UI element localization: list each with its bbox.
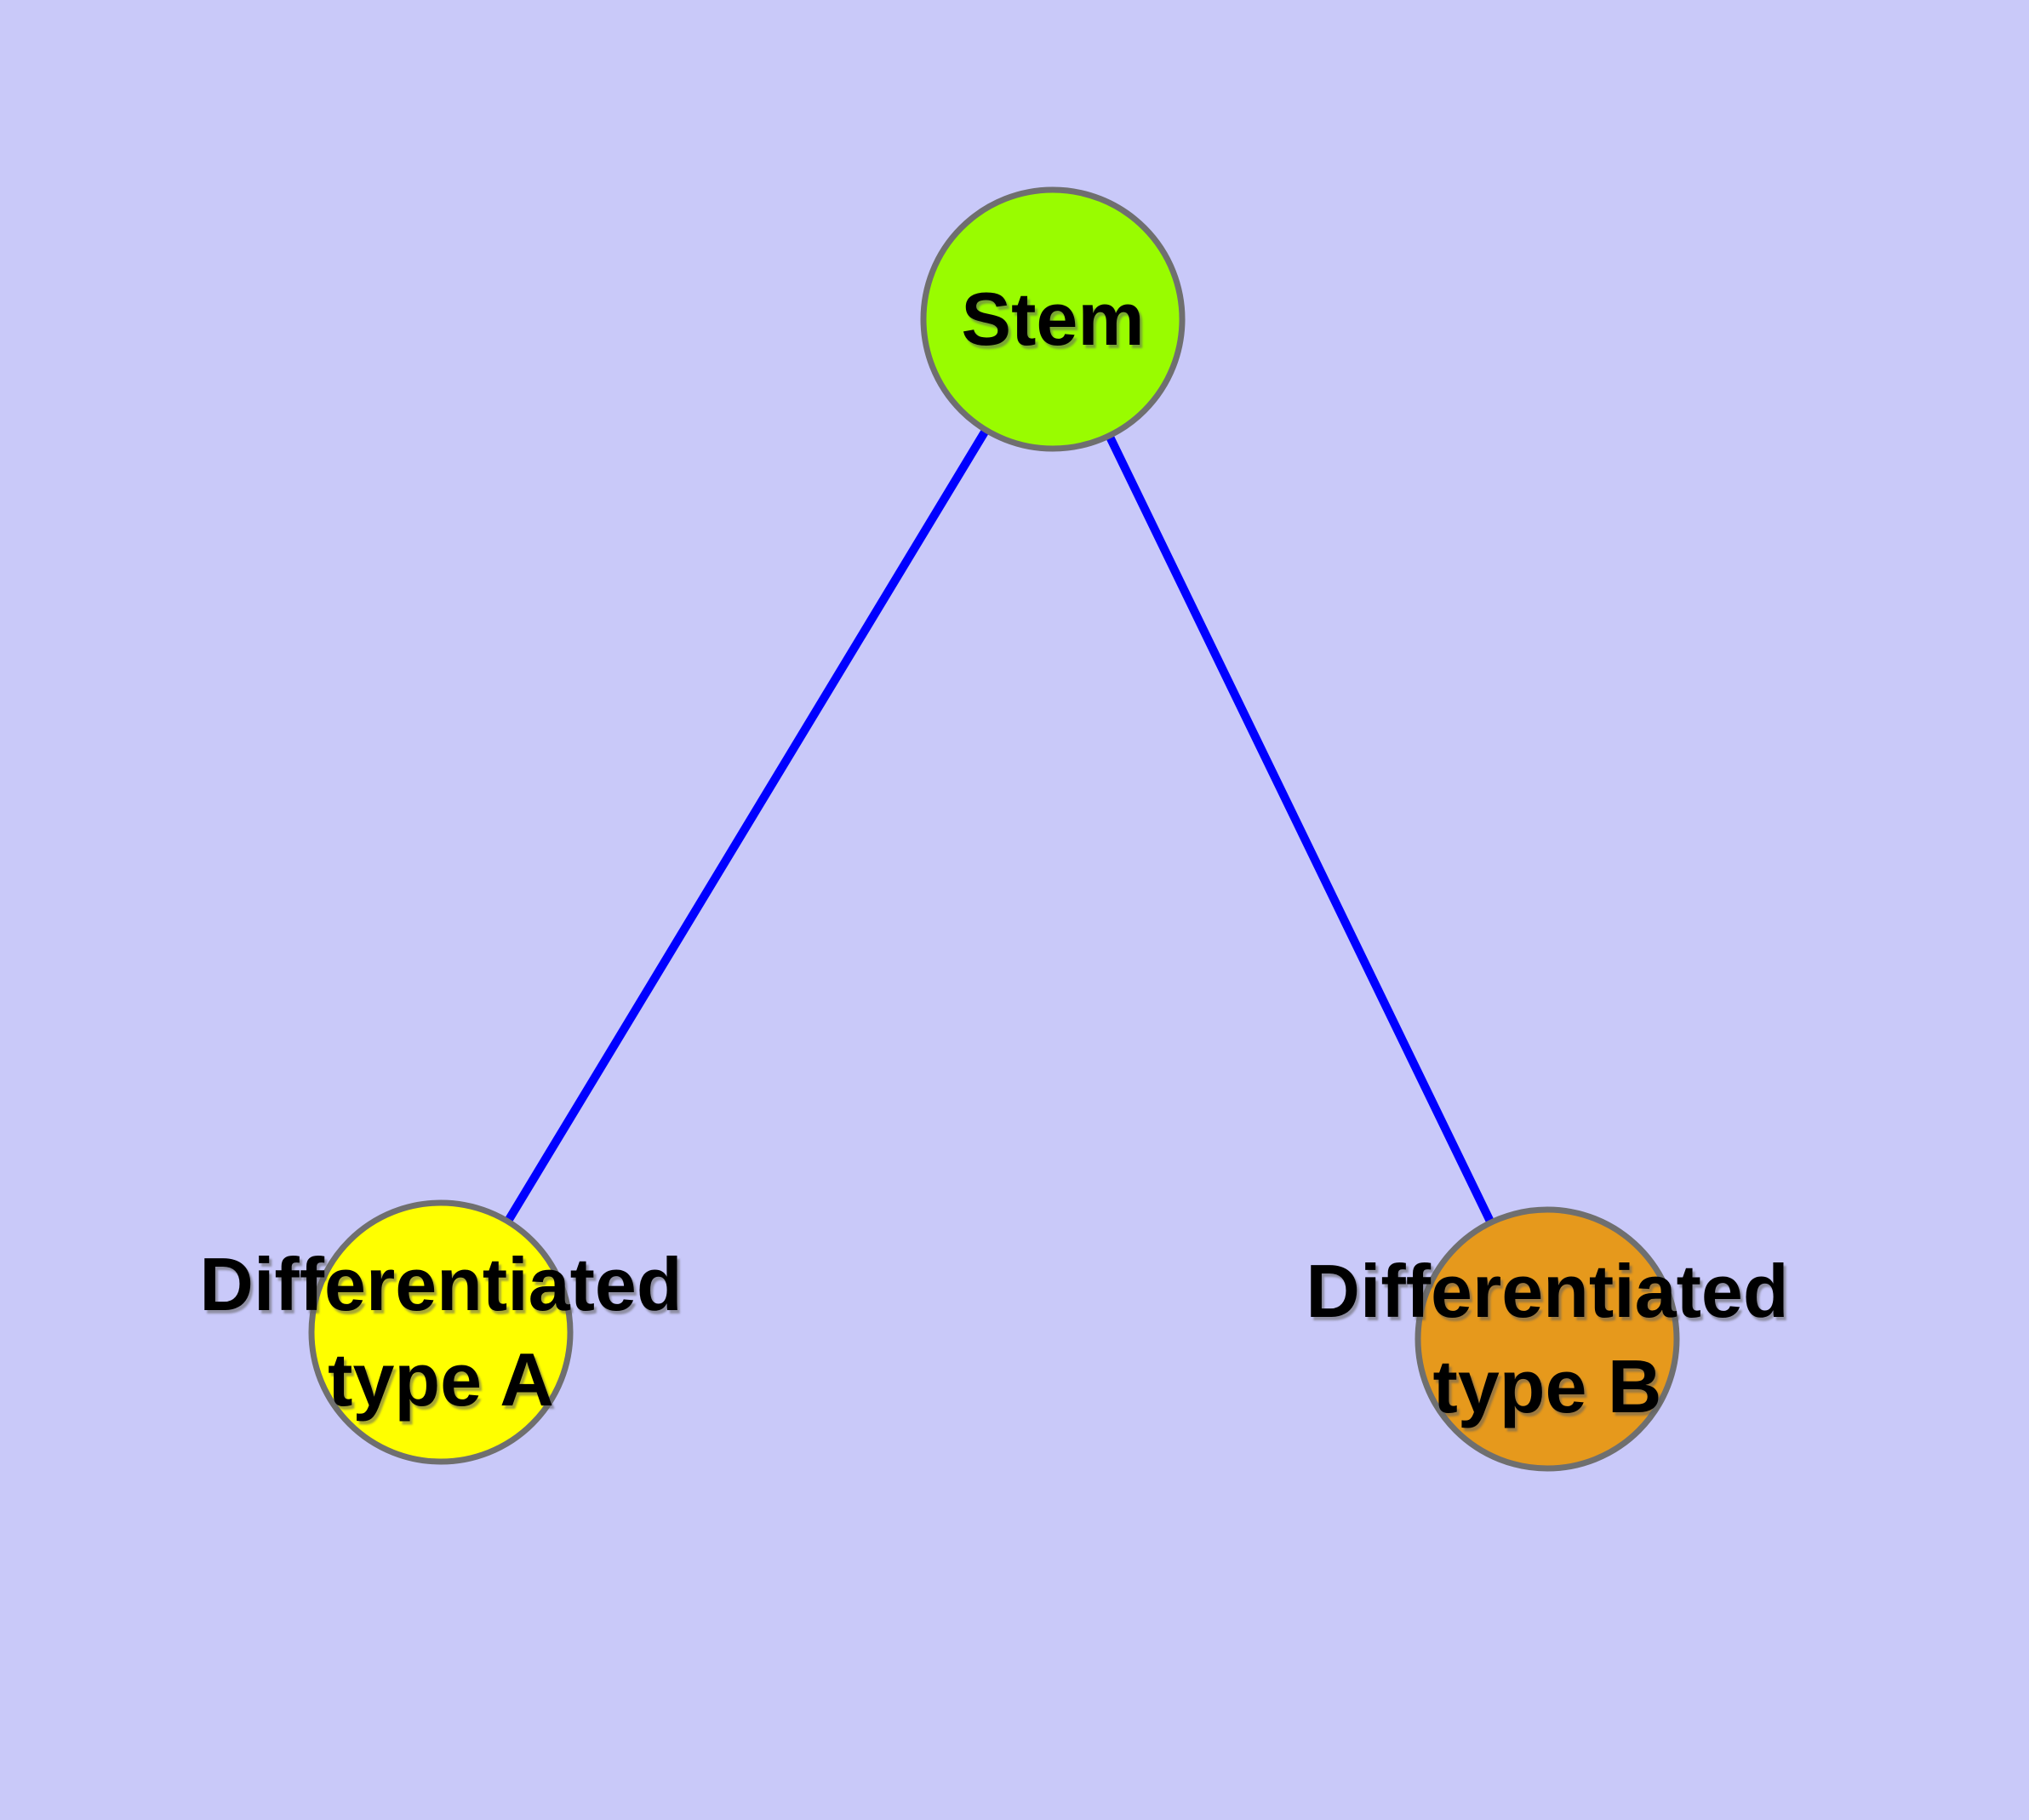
node-circle-differentiated-type-a[interactable] bbox=[308, 1199, 574, 1465]
edge-stem-differentiated-type-a bbox=[437, 317, 1057, 1335]
node-circle-differentiated-type-b[interactable] bbox=[1415, 1206, 1680, 1472]
edge-stem-differentiated-type-b bbox=[1049, 317, 1552, 1342]
node-circle-stem[interactable] bbox=[920, 186, 1186, 452]
